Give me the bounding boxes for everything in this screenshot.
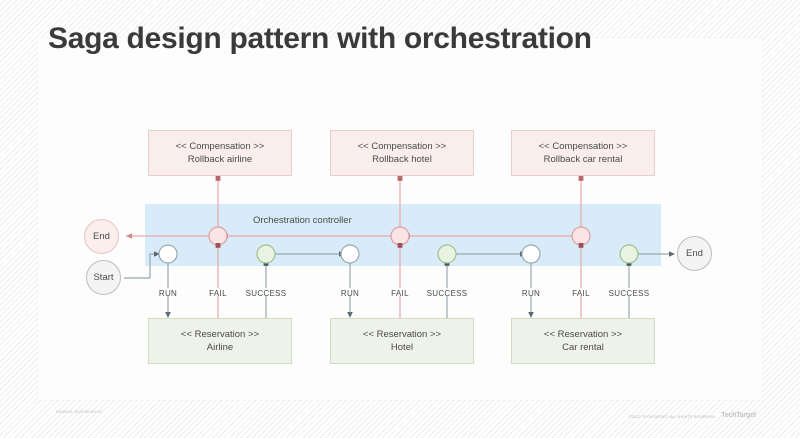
compensation-connector-marks [215, 176, 584, 181]
footer-right-group: ©2022 TECHTARGET. ALL RIGHTS RESERVED. T… [629, 412, 756, 419]
compensation-name: Rollback car rental [543, 154, 623, 165]
reservation-name: Airline [206, 342, 234, 353]
reservation-stereotype: << Reservation >> [543, 329, 623, 340]
reservation-name: Hotel [390, 342, 414, 353]
source-credit: SOURCE: BOB REVELLE [56, 410, 102, 414]
reservation-stereotype: << Reservation >> [180, 329, 260, 340]
reservation-name: Car rental [562, 342, 604, 353]
main-flow-line [124, 251, 675, 279]
terminator-end-left-label: End [93, 231, 110, 242]
page-title: Saga design pattern with orchestration [48, 22, 592, 55]
edge-label-run-1: RUN [158, 289, 178, 298]
compensation-stereotype: << Compensation >> [175, 141, 265, 152]
reservation-box-airline[interactable]: << Reservation >> Airline [148, 318, 292, 364]
edge-label-fail-1: FAIL [209, 289, 227, 298]
compensation-box-airline[interactable]: << Compensation >> Rollback airline [148, 130, 292, 176]
compensation-stereotype: << Compensation >> [538, 141, 628, 152]
fail-node-group [208, 226, 591, 248]
techtarget-logo: TechTarget [721, 412, 756, 419]
run-vertical-lines [165, 262, 534, 318]
reservation-stereotype: << Reservation >> [362, 329, 442, 340]
edge-label-fail-3: FAIL [572, 289, 590, 298]
fail-bus-line [126, 233, 582, 239]
compensation-name: Rollback airline [187, 154, 253, 165]
edge-label-run-3: RUN [521, 289, 541, 298]
edge-label-success-2: SUCCESS [426, 289, 468, 298]
terminator-end-right[interactable]: End [677, 236, 712, 271]
terminator-end-left[interactable]: End [84, 219, 119, 254]
terminator-start-label: Start [93, 272, 114, 283]
compensation-box-hotel[interactable]: << Compensation >> Rollback hotel [330, 130, 474, 176]
edge-label-run-2: RUN [340, 289, 360, 298]
edge-label-fail-2: FAIL [391, 289, 409, 298]
compensation-stereotype: << Compensation >> [357, 141, 447, 152]
reservation-box-car-rental[interactable]: << Reservation >> Car rental [511, 318, 655, 364]
terminator-start[interactable]: Start [86, 260, 121, 295]
edge-label-success-1: SUCCESS [245, 289, 287, 298]
compensation-name: Rollback hotel [372, 154, 432, 165]
compensation-box-car-rental[interactable]: << Compensation >> Rollback car rental [511, 130, 655, 176]
terminator-end-right-label: End [686, 248, 703, 259]
reservation-box-hotel[interactable]: << Reservation >> Hotel [330, 318, 474, 364]
edge-label-success-3: SUCCESS [608, 289, 650, 298]
success-node-group [256, 244, 639, 264]
run-node-group [158, 244, 541, 264]
orchestration-controller-label: Orchestration controller [253, 215, 352, 226]
copyright-text: ©2022 TECHTARGET. ALL RIGHTS RESERVED. [629, 415, 717, 419]
